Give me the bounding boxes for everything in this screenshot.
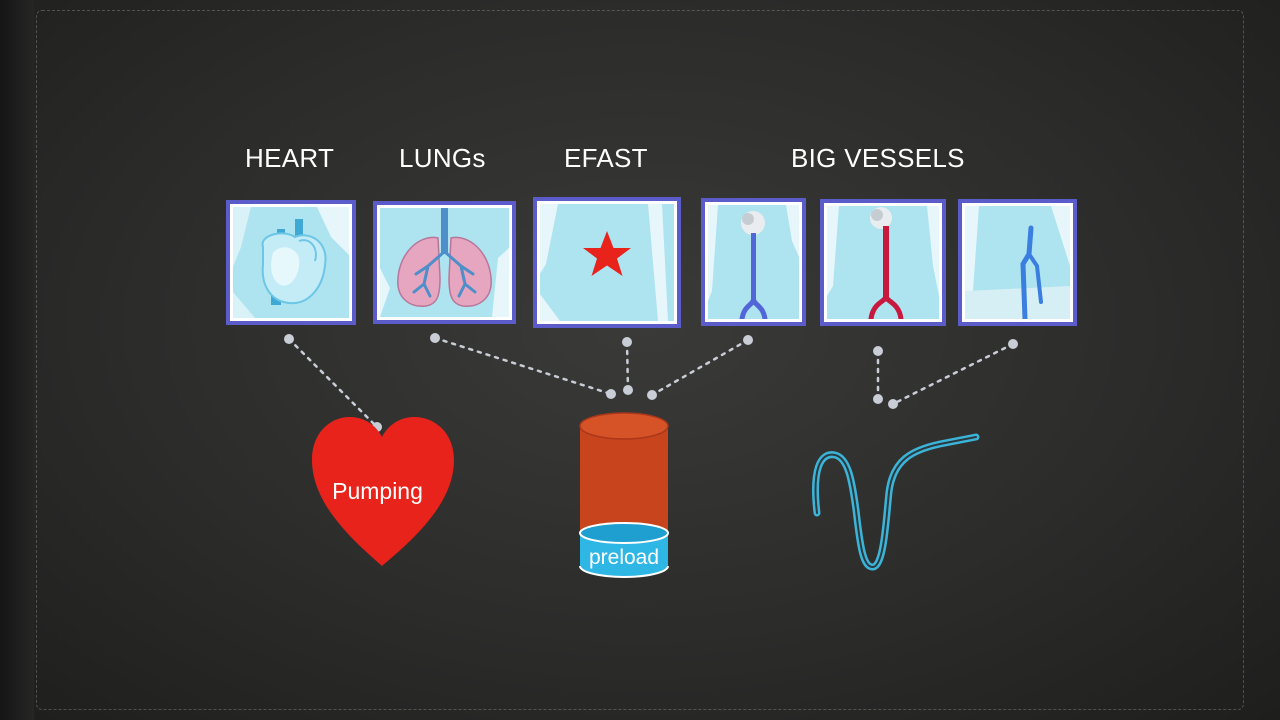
label-lungs: LUNGs	[399, 143, 486, 173]
red-star-icon	[540, 204, 674, 321]
connector-legs-vessel	[891, 342, 1015, 406]
label-efast: EFAST	[564, 143, 648, 173]
leg-vein-icon	[965, 206, 1070, 319]
lungs-icon	[380, 208, 509, 317]
connector-efast-preload	[625, 340, 630, 392]
heart-anatomy-icon	[233, 207, 349, 318]
lungs-view-panel	[373, 201, 516, 324]
label-big-vessels: BIG VESSELS	[791, 143, 965, 173]
aorta-icon	[827, 206, 939, 319]
leg-vessel-view-panel	[958, 199, 1077, 326]
connector-dots	[284, 333, 1018, 432]
vena-cava-view-panel	[701, 198, 806, 326]
efast-view-panel	[533, 197, 681, 328]
left-frame-edge	[0, 0, 34, 720]
vessel-tube-icon	[812, 433, 980, 571]
label-heart: HEART	[245, 143, 335, 173]
connector-ivc-preload	[650, 338, 750, 397]
aorta-view-panel	[820, 199, 946, 326]
connector-lungs-preload	[433, 336, 613, 396]
preload-label: preload	[588, 546, 660, 569]
pumping-label: Pumping	[332, 478, 423, 504]
connector-heart-pumping	[287, 337, 379, 429]
vena-cava-icon	[708, 205, 799, 319]
preload-tank-icon	[579, 412, 669, 578]
pumping-heart-icon	[312, 417, 454, 566]
heart-view-panel	[226, 200, 356, 325]
